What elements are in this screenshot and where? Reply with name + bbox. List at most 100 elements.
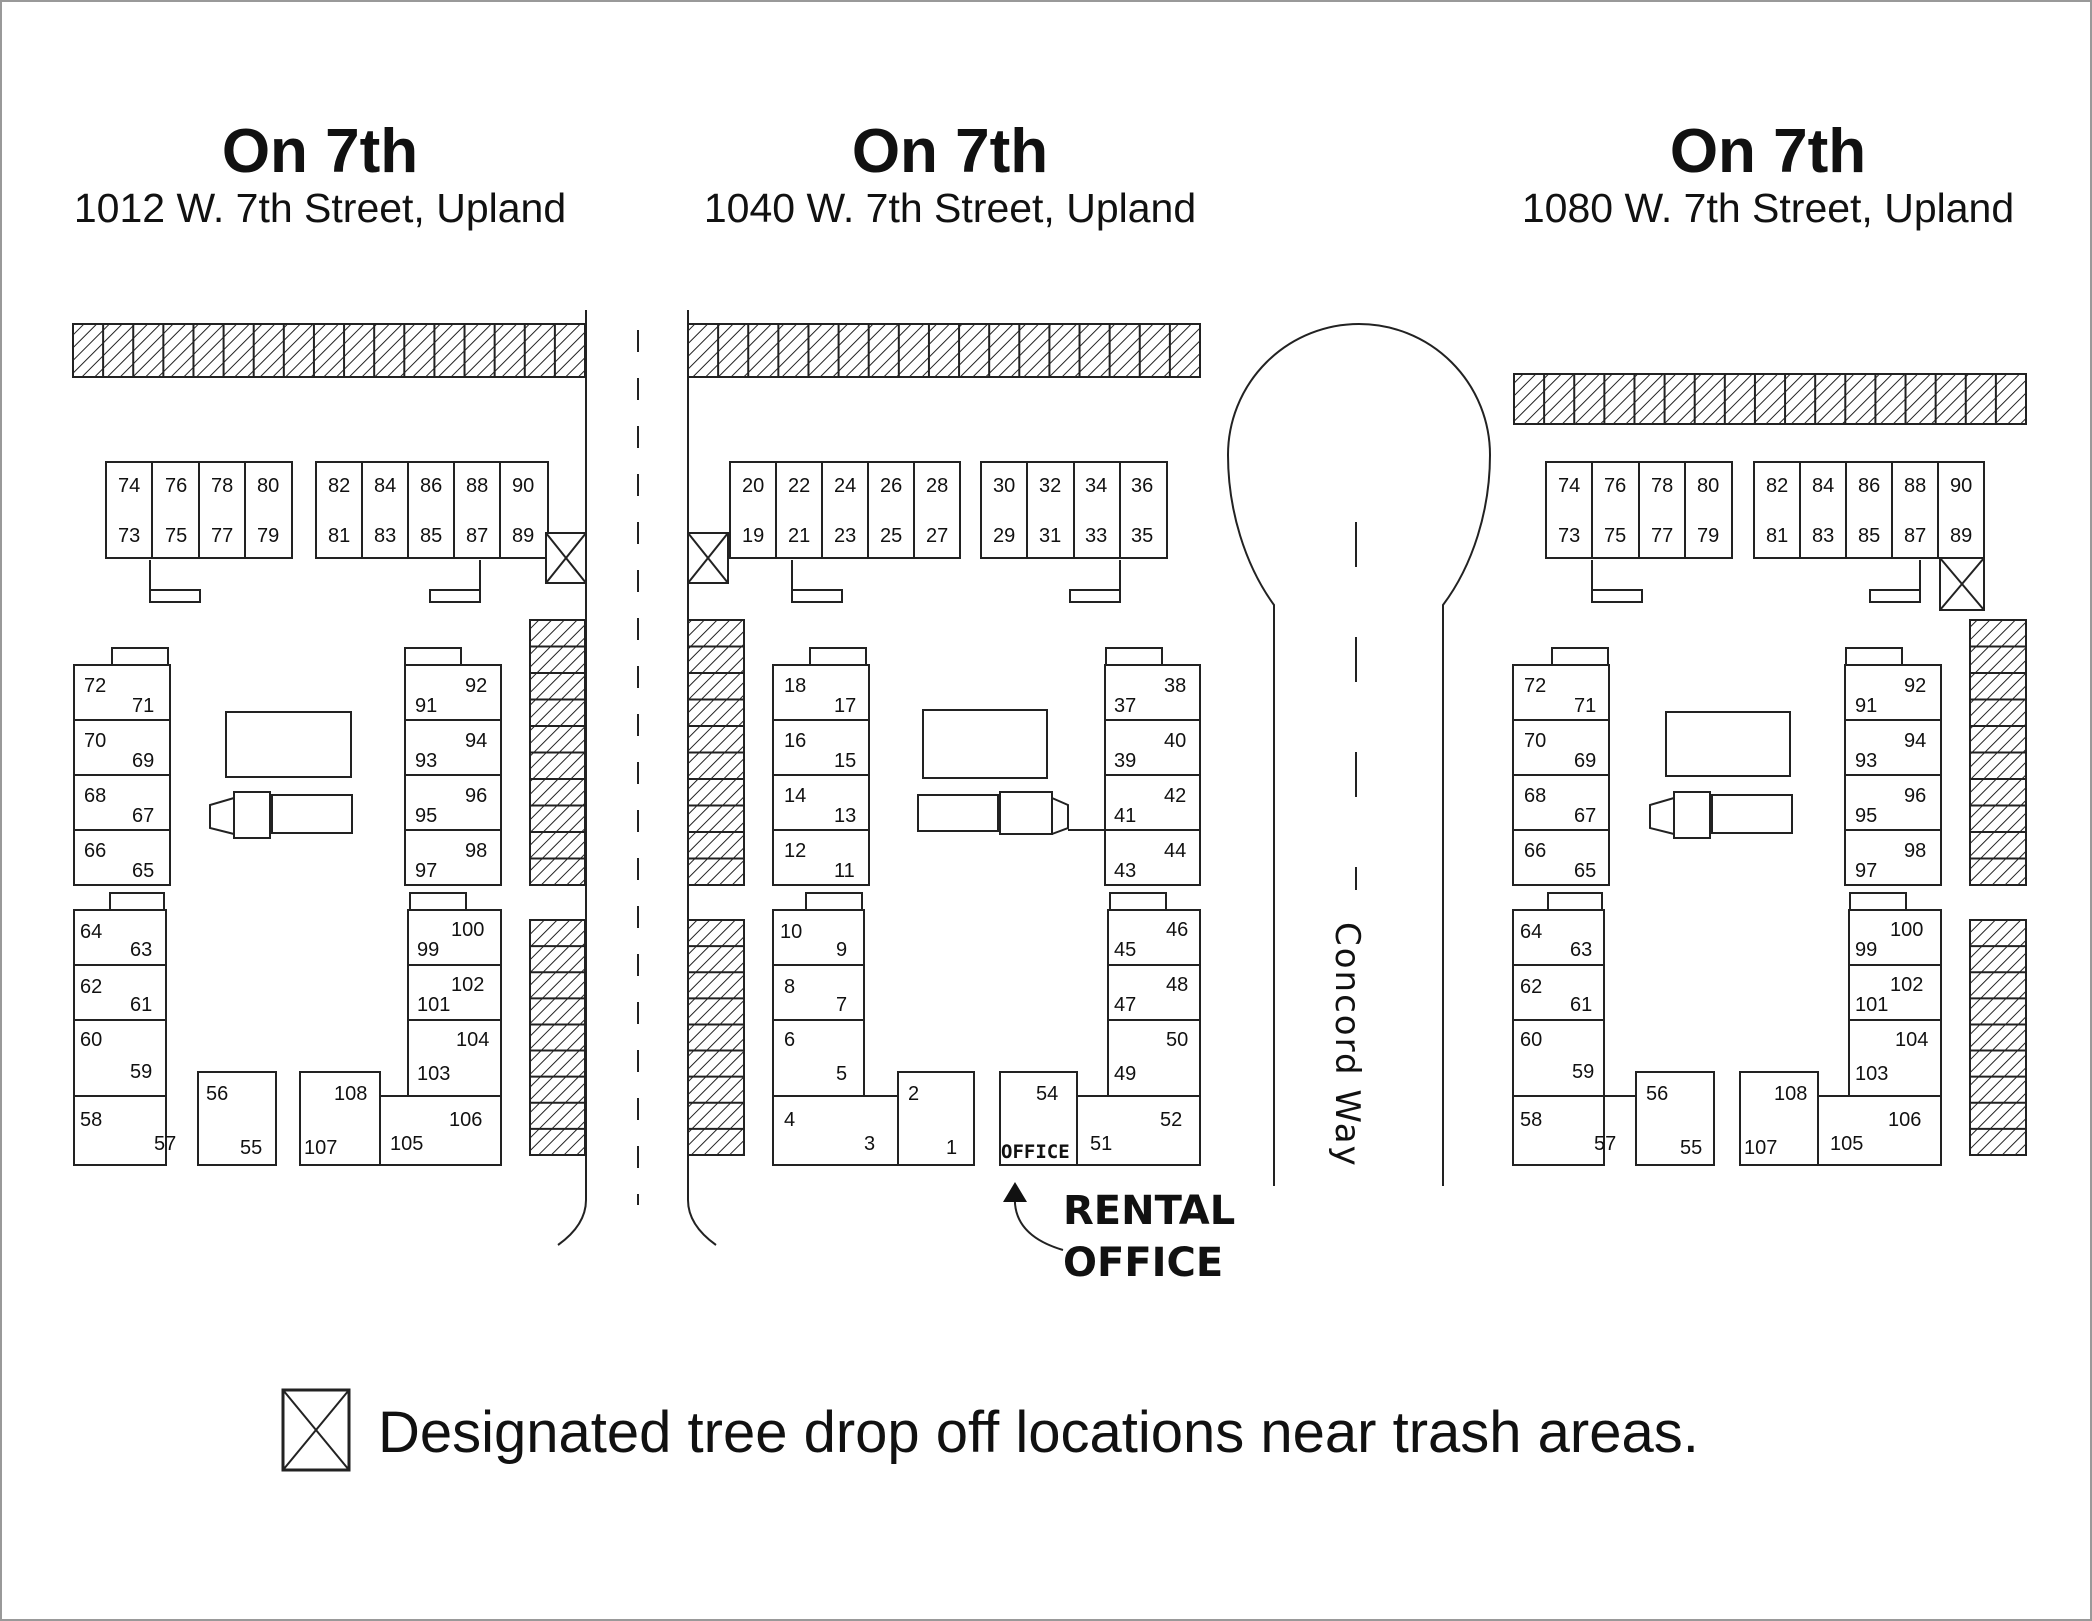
unit-number-label: 101 <box>1855 994 1888 1016</box>
unit-number-label: 89 <box>1950 525 1972 547</box>
building-19-28 <box>729 461 961 559</box>
unit-number-label: 93 <box>1855 750 1877 772</box>
unit-number-label: 77 <box>1651 525 1673 547</box>
building-105-106 <box>379 1095 502 1166</box>
rental-office-label-line1: RENTAL <box>1063 1188 1235 1234</box>
parking-row-left-lower <box>687 919 745 1156</box>
unit-number-label: 39 <box>1114 750 1136 772</box>
parking-row-right-lower <box>1969 919 2027 1156</box>
unit-number-label: 30 <box>993 475 1015 497</box>
stairs <box>1591 589 1643 603</box>
unit-number-label: 85 <box>420 525 442 547</box>
unit-number-label: 58 <box>1520 1109 1542 1131</box>
unit-number-label: 55 <box>240 1137 262 1159</box>
unit-number-label: 81 <box>1766 525 1788 547</box>
building-82-89 <box>1753 461 1985 559</box>
unit-number-label: 87 <box>1904 525 1926 547</box>
unit-number-label: 83 <box>374 525 396 547</box>
unit-number-label: 67 <box>1574 805 1596 827</box>
building-107-108 <box>299 1071 381 1166</box>
complex-address-middle: 1040 W. 7th Street, Upland <box>704 185 1196 231</box>
rental-office-arrowhead <box>1003 1182 1027 1202</box>
unit-number-label: 64 <box>80 921 102 943</box>
unit-number-label: 83 <box>1812 525 1834 547</box>
unit-number-label: 51 <box>1090 1133 1112 1155</box>
driveway <box>557 310 717 1246</box>
unit-number-label: 75 <box>165 525 187 547</box>
unit-number-label: 85 <box>1858 525 1880 547</box>
unit-number-label: 88 <box>1904 475 1926 497</box>
unit-number-label: 68 <box>1524 785 1546 807</box>
unit-number-label: 47 <box>1114 994 1136 1016</box>
unit-number-label: 48 <box>1166 974 1188 996</box>
unit-number-label: 101 <box>417 994 450 1016</box>
unit-number-label: 95 <box>1855 805 1877 827</box>
unit-number-label: 82 <box>328 475 350 497</box>
stairs <box>1547 892 1603 911</box>
unit-number-label: 108 <box>1774 1083 1807 1105</box>
unit-number-label: 5 <box>836 1063 847 1085</box>
tree-drop-off-legend-icon <box>281 1388 351 1472</box>
unit-number-label: 91 <box>1855 695 1877 717</box>
rental-office-arrow <box>1013 1194 1064 1251</box>
unit-number-label: 82 <box>1766 475 1788 497</box>
unit-number-label: 105 <box>390 1133 423 1155</box>
stairs <box>1551 647 1609 666</box>
unit-number-label: 50 <box>1166 1029 1188 1051</box>
unit-number-label: 3 <box>864 1133 875 1155</box>
unit-number-label: 97 <box>415 860 437 882</box>
unit-number-label: 54 <box>1036 1083 1058 1105</box>
pool <box>225 711 352 778</box>
unit-number-label: 62 <box>80 976 102 998</box>
stairs <box>1109 892 1167 911</box>
unit-number-labels: 7473767578778079828184838685888790897271… <box>80 475 1972 1159</box>
tree-drop-off-marker <box>1939 557 1985 611</box>
stairs <box>149 589 201 603</box>
unit-number-label: 23 <box>834 525 856 547</box>
parking-row-right-lower <box>529 919 586 1156</box>
building-office-54 <box>999 1071 1078 1166</box>
unit-number-label: 91 <box>415 695 437 717</box>
unit-number-label: 72 <box>1524 675 1546 697</box>
legend: Designated tree drop off locations near … <box>281 1388 1699 1472</box>
unit-number-label: 20 <box>742 475 764 497</box>
unit-number-label: 60 <box>1520 1029 1542 1051</box>
complex-middle <box>687 323 1201 1251</box>
unit-number-label: 108 <box>334 1083 367 1105</box>
unit-number-label: 76 <box>1604 475 1626 497</box>
unit-number-label: 96 <box>1904 785 1926 807</box>
pool <box>922 709 1048 779</box>
unit-number-label: 86 <box>1858 475 1880 497</box>
unit-number-label: 32 <box>1039 475 1061 497</box>
complex-title-middle: On 7th <box>852 117 1048 186</box>
unit-number-label: 104 <box>1895 1029 1928 1051</box>
unit-number-label: 90 <box>1950 475 1972 497</box>
complex-title-left: On 7th <box>222 117 418 186</box>
unit-number-label: 59 <box>130 1061 152 1083</box>
unit-number-label: 63 <box>130 939 152 961</box>
unit-number-label: 14 <box>784 785 806 807</box>
unit-number-label: 75 <box>1604 525 1626 547</box>
unit-number-label: 80 <box>257 475 279 497</box>
unit-number-label: 63 <box>1570 939 1592 961</box>
unit-number-label: 98 <box>1904 840 1926 862</box>
tree-drop-off-marker <box>545 532 587 584</box>
unit-number-label: 74 <box>118 475 140 497</box>
complex-address-right: 1080 W. 7th Street, Upland <box>1522 185 2014 231</box>
unit-number-label: 31 <box>1039 525 1061 547</box>
unit-number-label: 106 <box>449 1109 482 1131</box>
unit-number-label: 84 <box>1812 475 1834 497</box>
unit-number-label: 56 <box>1646 1083 1668 1105</box>
building-55-56 <box>1635 1071 1715 1166</box>
stairs <box>429 589 481 603</box>
unit-number-label: 102 <box>1890 974 1923 996</box>
building-1-2 <box>897 1071 975 1166</box>
unit-number-label: 41 <box>1114 805 1136 827</box>
building-57-64 <box>1512 909 1605 1166</box>
unit-number-label: 60 <box>80 1029 102 1051</box>
unit-number-label: 105 <box>1830 1133 1863 1155</box>
tree-drop-off-marker <box>687 532 729 584</box>
unit-number-label: 65 <box>1574 860 1596 882</box>
